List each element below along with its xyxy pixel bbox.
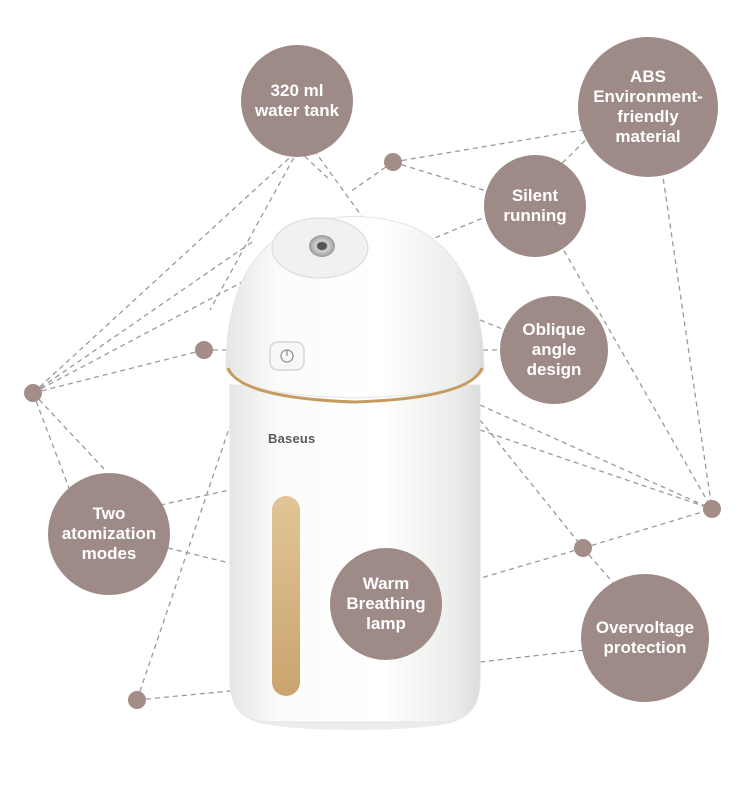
network-node: [195, 341, 213, 359]
feature-water-tank: 320 ml water tank: [241, 45, 353, 157]
brand-logo: Baseus: [268, 431, 316, 446]
connection-lines: [32, 127, 713, 701]
feature-atomization-modes: Two atomization modes: [48, 473, 170, 595]
feature-oblique-angle: Oblique angle design: [500, 296, 608, 404]
network-nodes: [24, 153, 721, 709]
feature-breathing-lamp: Warm Breathing lamp: [330, 548, 442, 660]
network-node: [703, 500, 721, 518]
feature-overvoltage: Overvoltage protection: [581, 574, 709, 702]
network-node: [384, 153, 402, 171]
humidifier-product: [225, 215, 485, 730]
network-node: [24, 384, 42, 402]
feature-abs-material: ABS Environment- friendly material: [578, 37, 718, 177]
network-node: [574, 539, 592, 557]
gold-trim: [226, 367, 484, 404]
water-window: [272, 496, 300, 696]
feature-silent-running: Silent running: [484, 155, 586, 257]
network-node: [128, 691, 146, 709]
